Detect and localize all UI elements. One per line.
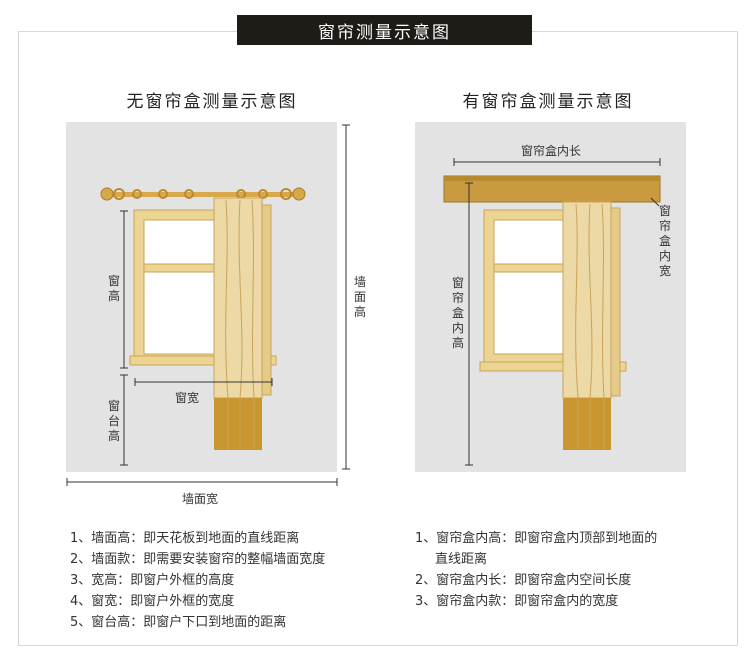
right-diagram-title: 有窗帘盒测量示意图 (462, 92, 634, 112)
left-note-3: 3、宽高：即窗户外框的高度 (70, 573, 235, 588)
left-note-4: 4、窗宽：即窗户外框的宽度 (70, 594, 235, 609)
left-diagram-title: 无窗帘盒测量示意图 (126, 92, 298, 112)
curtain-rod (100, 187, 306, 201)
left-note-5: 5、窗台高：即窗户下口到地面的距离 (70, 615, 287, 630)
box-inner-width-label: 窗帘盒内宽 (658, 204, 671, 278)
wall-height-label: 墙面高 (353, 275, 366, 319)
right-note-3: 3、窗帘盒内款：即窗帘盒内的宽度 (415, 594, 619, 609)
wall-width-label: 墙面宽 (182, 492, 219, 506)
right-note-1-cont: 直线距离 (435, 552, 488, 567)
right-curtain (562, 201, 621, 450)
right-note-2: 2、窗帘盒内长：即窗帘盒内空间长度 (415, 573, 632, 588)
window-height-label: 窗高 (107, 274, 120, 303)
left-note-2: 2、墙面款：即需要安装窗帘的整幅墙面宽度 (70, 552, 326, 567)
left-note-1: 1、墙面高：即天花板到地面的直线距离 (70, 531, 300, 546)
box-inner-height-label: 窗帘盒内高 (451, 276, 464, 350)
right-dimension-lines (453, 158, 661, 466)
window-width-label: 窗宽 (175, 391, 200, 405)
curtain-box (443, 175, 661, 203)
left-dimension-lines (66, 124, 350, 486)
right-notes: 1、窗帘盒内高：即窗帘盒内顶部到地面的 直线距离 2、窗帘盒内长：即窗帘盒内空间… (415, 528, 657, 612)
right-note-1: 1、窗帘盒内高：即窗帘盒内顶部到地面的 (415, 531, 658, 546)
page-title: 窗帘测量示意图 (237, 15, 532, 45)
left-curtain (213, 197, 272, 450)
sill-height-label: 窗台高 (107, 399, 120, 443)
box-inner-length-label: 窗帘盒内长 (521, 144, 582, 158)
left-notes: 1、墙面高：即天花板到地面的直线距离 2、墙面款：即需要安装窗帘的整幅墙面宽度 … (70, 528, 325, 633)
